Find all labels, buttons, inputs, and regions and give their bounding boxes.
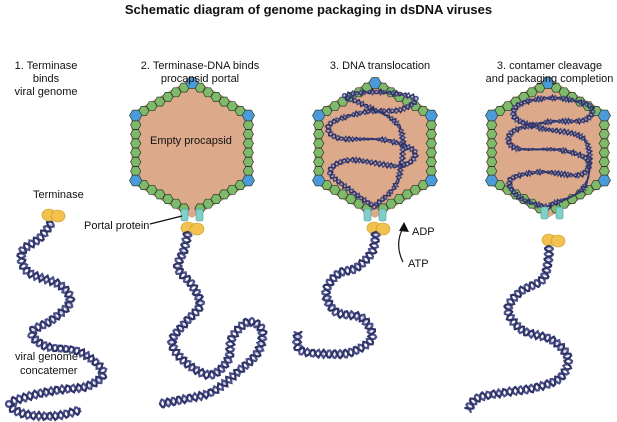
- adp-label: ADP: [412, 226, 435, 238]
- atp-label: ATP: [408, 258, 429, 270]
- terminase-4: [541, 233, 566, 248]
- step-3-caption: 3. DNA translocation: [310, 60, 450, 73]
- empty-procapsid-label: Empty procapsid: [150, 135, 232, 147]
- genome-label-line-1: viral genome: [15, 351, 78, 363]
- portal-protein-3: [363, 208, 387, 222]
- dna-packaged-4: [504, 93, 596, 212]
- step-2-line-2: procapsid portal: [160, 73, 240, 85]
- step-4-line-2: and packaging completion: [485, 73, 614, 85]
- arrow-head: [399, 222, 409, 232]
- portal-protein-4: [540, 206, 564, 220]
- step-1-line-1: 1. Terminase binds: [14, 60, 78, 85]
- dna-strand-1: [4, 220, 108, 422]
- step-2-line-1: 2. Terminase-DNA binds: [140, 60, 260, 72]
- diagram-title: Schematic diagram of genome packaging in…: [124, 2, 493, 17]
- step-4-caption: 3. contamer cleavage and packaging compl…: [482, 60, 617, 86]
- procapsid-filling: [312, 77, 438, 218]
- terminase-3: [366, 221, 391, 236]
- terminase-1: [41, 208, 66, 223]
- genome-label-line-2: concatemer: [20, 365, 78, 377]
- dna-packaged-3: [324, 87, 419, 211]
- terminase-2: [180, 221, 205, 236]
- portal-protein-label: Portal protein: [84, 220, 150, 232]
- portal-protein-2: [180, 208, 204, 222]
- dna-strand-4: [464, 244, 574, 414]
- dna-strand-3: [291, 230, 381, 360]
- dna-strand-2: [158, 230, 268, 409]
- terminase-label: Terminase: [33, 189, 84, 201]
- step-4-line-1: 3. contamer cleavage: [496, 60, 603, 72]
- step-1-line-2: viral genome: [14, 86, 78, 98]
- step-1-caption: 1. Terminase binds viral genome: [0, 60, 92, 99]
- step-2-caption: 2. Terminase-DNA binds procapsid portal: [125, 60, 275, 86]
- step-3-line-1: 3. DNA translocation: [329, 60, 431, 72]
- portal-pointer: [149, 215, 183, 225]
